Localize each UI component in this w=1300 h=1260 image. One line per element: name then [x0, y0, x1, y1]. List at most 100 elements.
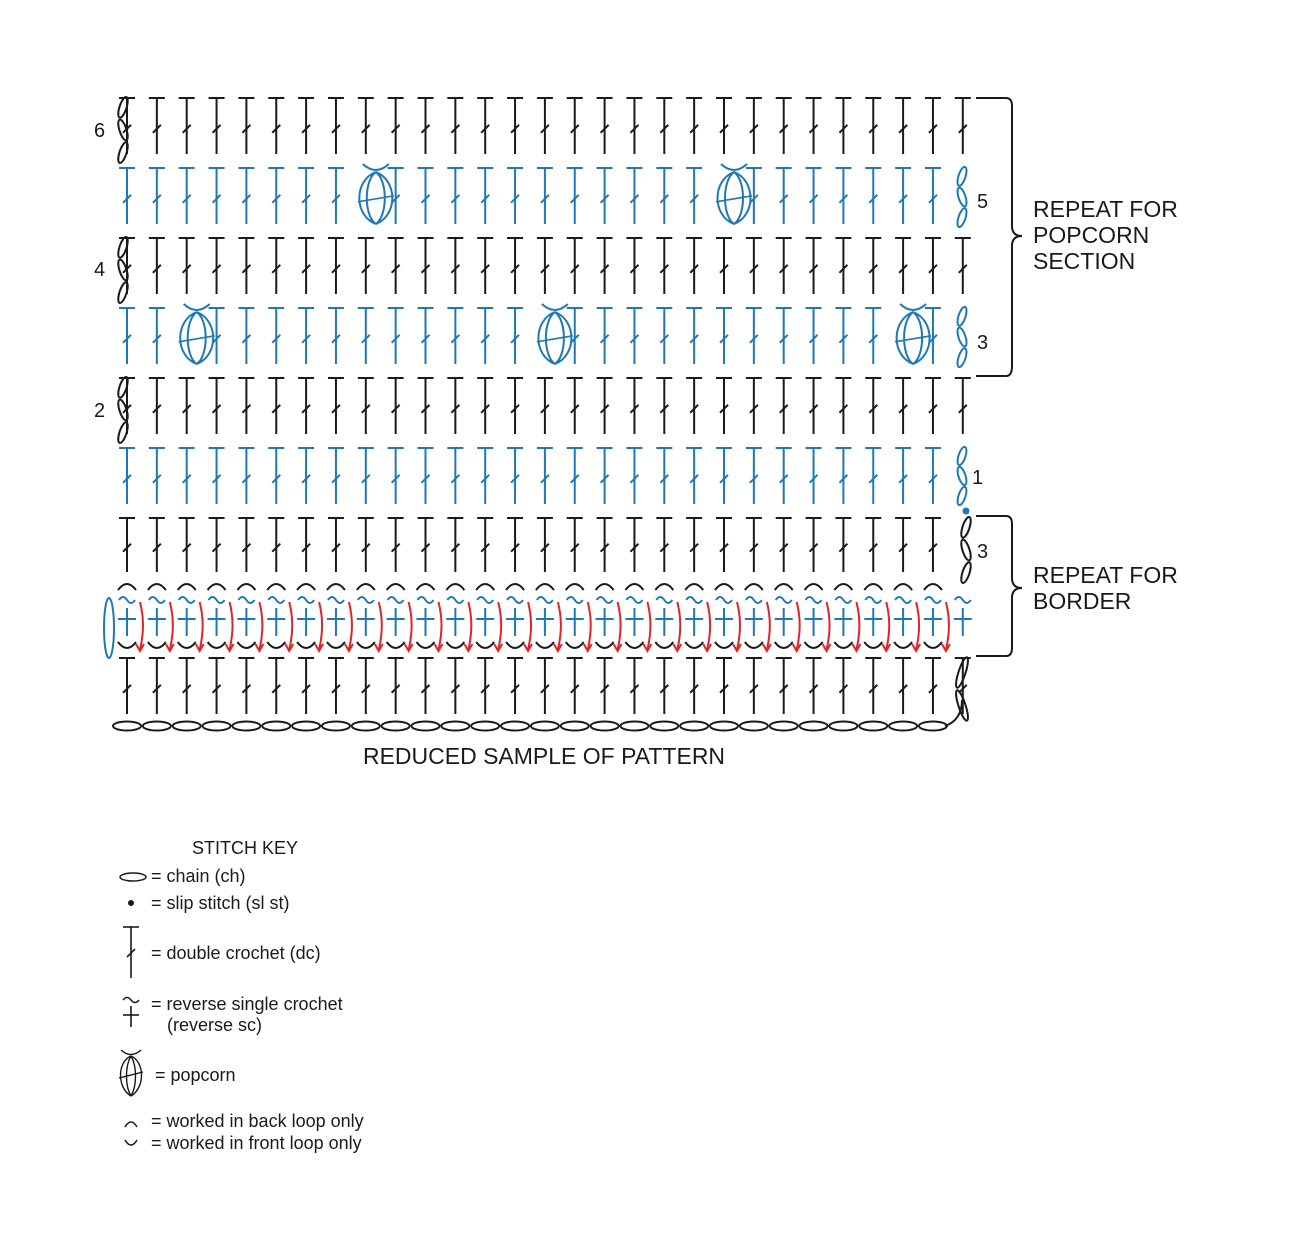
dc-slash [689, 124, 699, 134]
back-loop-arc [296, 583, 316, 591]
dc-slash [122, 474, 132, 484]
dc-slash [599, 404, 610, 414]
dc-slash [570, 194, 580, 204]
popcorn-petal [179, 311, 198, 365]
arrow-head [821, 643, 832, 654]
popcorn-cap [899, 303, 927, 311]
dc-slash [152, 684, 162, 694]
dc-slash [689, 194, 699, 204]
dc-slash [868, 684, 878, 694]
dc-slash [450, 684, 461, 694]
dc-slash [480, 474, 490, 484]
popcorn-slash [536, 335, 574, 343]
arrow-stroke [407, 601, 413, 651]
dc-slash [659, 264, 670, 274]
front-loop-arc [236, 641, 257, 649]
dc-slash [361, 264, 371, 274]
dc-slash [749, 474, 759, 484]
dc-slash [510, 542, 520, 553]
popcorn-petal [375, 171, 394, 225]
bracket-border [976, 515, 1023, 657]
dc-slash [241, 264, 252, 274]
front-loop-arc [385, 641, 406, 649]
back-loop-arc [535, 583, 555, 591]
dc-slash [122, 194, 132, 204]
dc-slash [599, 334, 610, 344]
foundation-chain [529, 720, 560, 732]
arrow-head [493, 643, 504, 654]
bracket-popcorn [976, 97, 1023, 377]
back-loop-arc [475, 583, 495, 591]
dc-slash [390, 474, 401, 484]
foundation-chain [380, 720, 411, 732]
arrow-stroke [646, 601, 652, 651]
front-loop-arc [923, 641, 943, 649]
foundation-chain [559, 720, 590, 732]
bracket-popcorn-label-2: POPCORN [1033, 222, 1149, 248]
dc-slash [420, 194, 431, 204]
dc-slash [480, 194, 490, 204]
foundation-chain [679, 720, 710, 732]
dc-slash [181, 124, 192, 134]
dc-slash [480, 542, 490, 553]
dc-slash [390, 404, 401, 414]
reverse-sc-icon [122, 996, 140, 1027]
back-loop-arc [624, 583, 645, 591]
front-loop-arc [744, 641, 764, 649]
turning-chain [960, 561, 972, 585]
turning-chain [117, 141, 129, 165]
dc-slash [719, 684, 729, 694]
arrow-head [373, 643, 384, 654]
popcorn-petal [196, 311, 215, 365]
dc-slash [241, 334, 252, 344]
dc-slash [450, 194, 461, 204]
dc-slash [480, 334, 490, 344]
rsc-wave [834, 596, 853, 604]
row-label-4: 4 [94, 259, 105, 281]
back-loop-arc [594, 583, 615, 591]
dc-slash [361, 474, 371, 484]
arrow-stroke [318, 601, 324, 651]
slip-stitch-icon [128, 900, 134, 906]
dc-slash [898, 264, 908, 274]
dc-slash [778, 194, 789, 204]
dc-slash [808, 404, 819, 414]
back-loop-arc [445, 583, 466, 591]
dc-slash [629, 264, 640, 274]
dc-slash [420, 404, 431, 414]
back-loop-arc [356, 583, 376, 591]
foundation-chain [858, 720, 889, 732]
dc-slash [510, 194, 520, 204]
dc-slash [898, 474, 908, 484]
dc-slash [271, 404, 281, 414]
dc-slash [778, 542, 789, 553]
foundation-chain [589, 720, 620, 732]
dc-slash [181, 194, 192, 204]
dc-slash [599, 264, 610, 274]
dc-slash [570, 684, 580, 694]
popcorn-icon [118, 1049, 144, 1097]
dc-slash [778, 264, 789, 274]
dc-slash [152, 334, 162, 344]
dc-slash [808, 194, 819, 204]
rsc-wave [148, 596, 166, 604]
arrow-stroke [198, 601, 204, 651]
popcorn-slash [894, 335, 932, 343]
dc-slash [241, 404, 252, 414]
arrow-head [702, 643, 713, 654]
dc-slash [241, 124, 252, 134]
foundation-chain [738, 720, 769, 732]
dc-slash [122, 542, 132, 553]
back-loop-icon [124, 1121, 138, 1128]
arrow-stroke [825, 601, 831, 651]
dc-slash [181, 542, 192, 553]
dc-slash [599, 542, 610, 553]
chain-icon [119, 872, 147, 882]
dc-slash [898, 194, 908, 204]
dc-slash [570, 334, 580, 344]
dc-slash [181, 474, 192, 484]
dc-slash [838, 474, 849, 484]
dc-slash [241, 474, 252, 484]
back-loop-arc [863, 583, 884, 591]
dc-slash [301, 334, 311, 344]
